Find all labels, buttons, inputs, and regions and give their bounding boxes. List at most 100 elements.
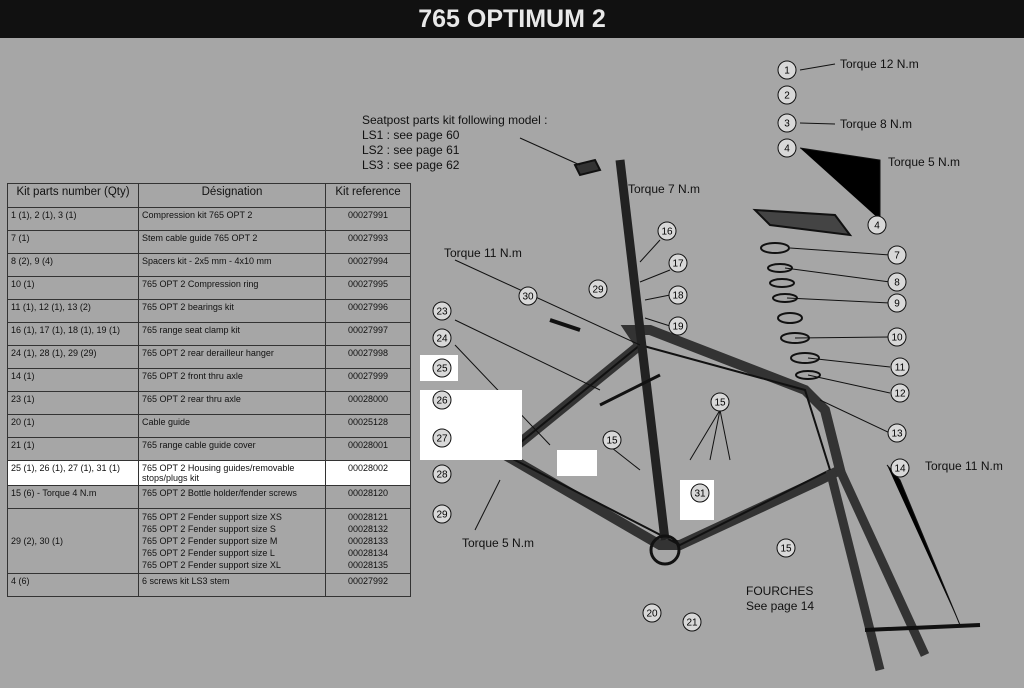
callout-circle bbox=[432, 464, 452, 484]
ref-line: 00028121 bbox=[347, 512, 389, 522]
designation-cell: 765 OPT 2 front thru axle bbox=[138, 368, 326, 392]
callout-circle bbox=[588, 279, 608, 299]
callout-circle bbox=[682, 612, 702, 632]
forks-note: FOURCHES See page 14 bbox=[746, 584, 814, 614]
callout-number: 2 bbox=[784, 91, 790, 102]
parts-cell: 11 (1), 12 (1), 13 (2) bbox=[7, 299, 139, 323]
designation-cell: 765 OPT 2 rear thru axle bbox=[138, 391, 326, 415]
callout-number: 31 bbox=[694, 489, 706, 500]
designation-line: 765 OPT 2 Fender support size XL bbox=[142, 560, 281, 570]
designation-cell: 765 OPT 2 Compression ring bbox=[138, 276, 326, 300]
ref-line: 00028132 bbox=[347, 524, 389, 534]
designation-cell: 765 range seat clamp kit bbox=[138, 322, 326, 346]
callout-circle bbox=[668, 316, 688, 336]
callout-number: 17 bbox=[672, 259, 684, 270]
designation-line: 765 OPT 2 Fender support size L bbox=[142, 548, 275, 558]
callout-circle bbox=[777, 60, 797, 80]
callout-number: 3 bbox=[784, 119, 790, 130]
callout-number: 23 bbox=[436, 307, 448, 318]
callout-number: 29 bbox=[436, 510, 448, 521]
seatpost-note: Seatpost parts kit following model : LS1… bbox=[362, 113, 547, 173]
callout-circle bbox=[432, 358, 452, 378]
parts-cell: 23 (1) bbox=[7, 391, 139, 415]
forks-title: FOURCHES bbox=[746, 584, 814, 598]
callout-number: 7 bbox=[894, 251, 900, 262]
parts-cell: 25 (1), 26 (1), 27 (1), 31 (1) bbox=[7, 460, 139, 486]
designation-line: 765 OPT 2 Fender support size M bbox=[142, 536, 278, 546]
torque-label: Torque 8 N.m bbox=[840, 117, 913, 131]
callout-circle bbox=[890, 383, 910, 403]
ref-cell: 00027994 bbox=[325, 253, 411, 277]
table-row: 11 (1), 12 (1), 13 (2)765 OPT 2 bearings… bbox=[7, 299, 411, 323]
callout-circle bbox=[432, 390, 452, 410]
callout-number: 16 bbox=[661, 227, 673, 238]
ref-cell: 00027999 bbox=[325, 368, 411, 392]
callout-circle bbox=[887, 245, 907, 265]
designation-line: 765 OPT 2 Fender support size S bbox=[142, 524, 276, 534]
table-row: 29 (2), 30 (1)765 OPT 2 Fender support s… bbox=[7, 508, 411, 574]
ref-line: 00028135 bbox=[347, 560, 389, 570]
parts-cell: 8 (2), 9 (4) bbox=[7, 253, 139, 277]
forks-page-ref: See page 14 bbox=[746, 599, 815, 613]
callout-circle bbox=[777, 138, 797, 158]
designation-line: 765 OPT 2 Fender support size XS bbox=[142, 512, 282, 522]
callout-circle bbox=[890, 357, 910, 377]
callout-number: 24 bbox=[436, 334, 448, 345]
callout-number: 10 bbox=[891, 333, 903, 344]
callout-circle bbox=[657, 221, 677, 241]
callout-circle bbox=[432, 428, 452, 448]
callout-number: 12 bbox=[894, 389, 906, 400]
callout-number: 8 bbox=[894, 278, 900, 289]
callout-number: 14 bbox=[894, 464, 906, 475]
torque-label: Torque 11 N.m bbox=[444, 246, 522, 260]
designation-cell: 765 OPT 2 Housing guides/removable stops… bbox=[138, 460, 326, 486]
highlights bbox=[420, 355, 714, 520]
ref-cell: 00027992 bbox=[325, 573, 411, 597]
callout-number: 28 bbox=[436, 470, 448, 481]
note-line: LS2 : see page 61 bbox=[362, 143, 460, 157]
callout-number: 15 bbox=[714, 398, 726, 409]
callout-circle bbox=[890, 458, 910, 478]
callout-number: 9 bbox=[894, 299, 900, 310]
leader-lines bbox=[454, 63, 961, 626]
callout-circle bbox=[668, 285, 688, 305]
torque-label: Torque 11 N.m bbox=[925, 459, 1003, 473]
parts-cell: 14 (1) bbox=[7, 368, 139, 392]
callout-circle bbox=[642, 603, 662, 623]
callout-number: 19 bbox=[672, 322, 684, 333]
torque-label: Torque 7 N.m bbox=[628, 182, 701, 196]
callout-circle bbox=[518, 286, 538, 306]
callout-circle bbox=[690, 483, 710, 503]
callout-number: 25 bbox=[436, 364, 448, 375]
note-line: LS3 : see page 62 bbox=[362, 158, 460, 172]
col-header: Kit parts number (Qty) bbox=[7, 183, 139, 208]
ref-cell: 00027996 bbox=[325, 299, 411, 323]
callout-number: 13 bbox=[891, 429, 903, 440]
callout-circle bbox=[432, 504, 452, 524]
ref-cell: 00027991 bbox=[325, 207, 411, 231]
callout-circle bbox=[432, 328, 452, 348]
callout-number: 18 bbox=[672, 291, 684, 302]
page-title: 765 OPTIMUM 2 bbox=[0, 0, 1024, 38]
callout-number: 27 bbox=[436, 434, 448, 445]
callout-number: 29 bbox=[592, 285, 604, 296]
callout-circle bbox=[602, 430, 622, 450]
callout-number: 21 bbox=[686, 618, 698, 629]
callout-number: 1 bbox=[784, 66, 790, 77]
callout-circle bbox=[432, 301, 452, 321]
callout-circle bbox=[887, 423, 907, 443]
table-row: 8 (2), 9 (4)Spacers kit - 2x5 mm - 4x10 … bbox=[7, 253, 411, 277]
ref-cell: 00028120 bbox=[325, 485, 411, 509]
frame-drawing bbox=[496, 158, 981, 672]
table-row: 1 (1), 2 (1), 3 (1)Compression kit 765 O… bbox=[7, 207, 411, 231]
parts-cell: 21 (1) bbox=[7, 437, 139, 461]
parts-cell: 20 (1) bbox=[7, 414, 139, 438]
table-row: 24 (1), 28 (1), 29 (29)765 OPT 2 rear de… bbox=[7, 345, 411, 369]
